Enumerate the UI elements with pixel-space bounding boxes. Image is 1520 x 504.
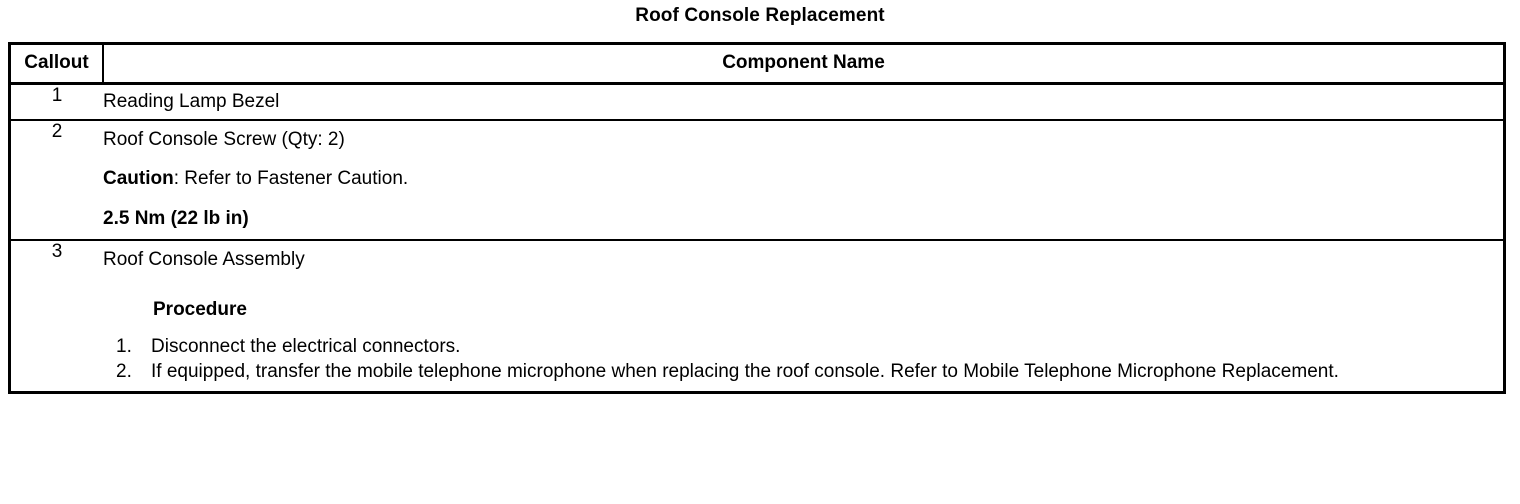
table-row: 3 Roof Console Assembly Procedure 1. Dis…: [11, 238, 1503, 392]
step-text: Disconnect the electrical connectors.: [151, 336, 461, 358]
component-name: Roof Console Assembly: [103, 248, 305, 270]
parts-table: Callout Component Name 1 Reading Lamp Be…: [11, 45, 1503, 392]
parts-table-container: Callout Component Name 1 Reading Lamp Be…: [8, 42, 1506, 395]
step-text: If equipped, transfer the mobile telepho…: [151, 361, 1339, 383]
component-name: Roof Console Screw (Qty: 2): [103, 129, 345, 151]
caution-note: Caution: Refer to Fastener Caution.: [103, 167, 1503, 190]
caution-text: : Refer to Fastener Caution.: [173, 168, 409, 190]
page-title: Roof Console Replacement: [635, 5, 885, 26]
procedure-steps-list: 1. Disconnect the electrical connectors.…: [103, 335, 1503, 384]
component-name: Reading Lamp Bezel: [103, 91, 280, 112]
column-header-callout: Callout: [11, 45, 104, 85]
callout-number: 2: [11, 119, 103, 240]
list-item: 2. If equipped, transfer the mobile tele…: [103, 360, 1503, 384]
step-number: 2.: [116, 361, 132, 383]
table-row: 1 Reading Lamp Bezel: [11, 84, 1503, 121]
procedure-heading: Procedure: [153, 298, 247, 320]
component-cell: Reading Lamp Bezel: [103, 84, 1503, 121]
caution-label: Caution: [103, 168, 174, 190]
component-cell: Roof Console Screw (Qty: 2) Caution: Ref…: [103, 119, 1503, 240]
callout-number: 1: [51, 85, 63, 106]
torque-spec: 2.5 Nm (22 lb in): [103, 207, 249, 229]
callout-number: 3: [11, 238, 103, 392]
table-row: 2 Roof Console Screw (Qty: 2) Caution: R…: [11, 119, 1503, 240]
table-header-row: Callout Component Name: [11, 45, 1503, 85]
list-item: 1. Disconnect the electrical connectors.: [103, 335, 1503, 359]
component-cell: Roof Console Assembly Procedure 1. Disco…: [103, 238, 1503, 392]
step-number: 1.: [116, 336, 132, 358]
column-header-component-name: Component Name: [103, 45, 1503, 85]
